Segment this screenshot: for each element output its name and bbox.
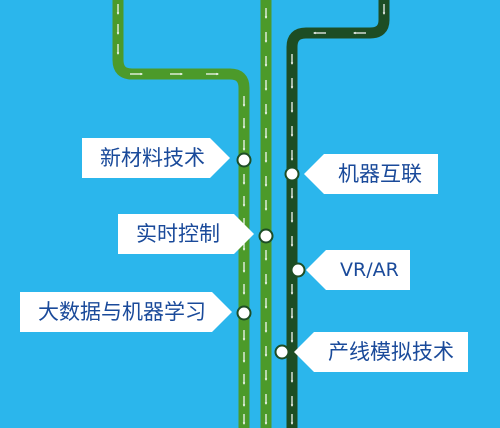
station-machine-interconnect	[284, 166, 300, 182]
label-machine-interconnect: 机器互联	[304, 154, 438, 194]
station-production-simulation	[274, 344, 290, 360]
label-vr-ar: VR/AR	[306, 250, 410, 290]
label-new-materials: 新材料技术	[82, 138, 230, 178]
metro-line-right	[286, 0, 390, 428]
label-realtime-control: 实时控制	[118, 214, 254, 254]
label-production-simulation: 产线模拟技术	[294, 332, 468, 372]
station-realtime-control	[258, 228, 274, 244]
label-big-data-ml: 大数据与机器学习	[20, 292, 232, 332]
station-vr-ar	[290, 262, 306, 278]
direction-arrows	[116, 4, 386, 425]
station-big-data	[236, 305, 252, 321]
station-new-materials	[236, 152, 252, 168]
